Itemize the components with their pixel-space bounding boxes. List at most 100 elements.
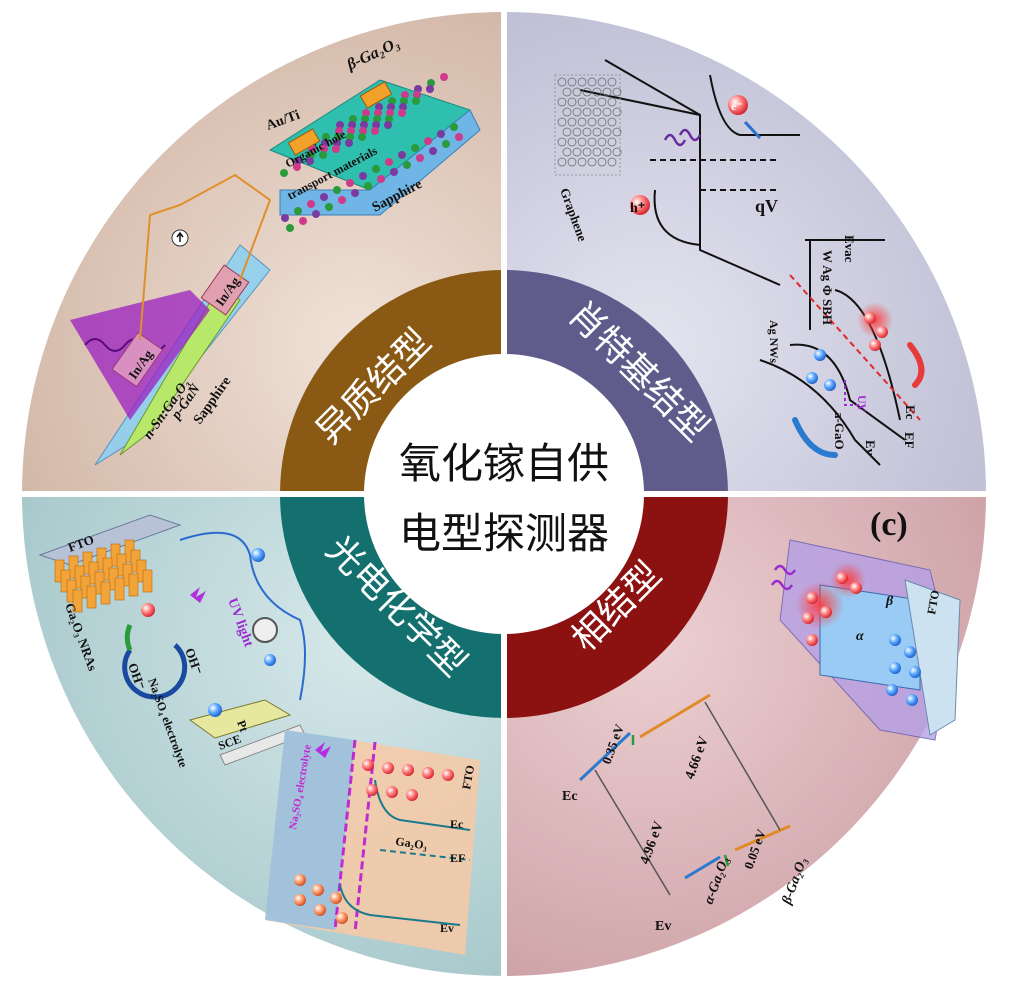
ag-nws-label: Ag NWs <box>767 320 781 363</box>
pec-hole <box>312 884 324 896</box>
lattice-atom <box>334 133 342 141</box>
center-title-line1: 氧化镓自供 <box>399 439 609 488</box>
lattice-atom <box>372 165 380 173</box>
lattice-atom <box>442 140 450 148</box>
external-wire <box>179 531 306 701</box>
graphene-hex <box>592 107 602 117</box>
graphene-hex <box>612 87 622 97</box>
lattice-atom <box>377 175 385 183</box>
lattice-atom <box>294 207 302 215</box>
nanorod <box>86 585 97 609</box>
pt-electron-icon <box>208 703 222 717</box>
nanorod <box>142 569 153 593</box>
lattice-atom <box>294 157 302 165</box>
lattice-atom <box>307 200 315 208</box>
graphene-hex <box>602 127 612 137</box>
band-top <box>579 89 701 116</box>
agao-label: a-GaO <box>832 412 847 450</box>
center-title-line2: 电型探测器 <box>399 509 609 558</box>
graphene-hex <box>557 97 567 107</box>
electron-arrow <box>743 120 762 140</box>
quadrant-schottky: e⁻ h⁺ qV Graphene Evac W Ag Φ SBH Ag NWs… <box>554 59 925 466</box>
interface-line-2 <box>353 741 377 933</box>
au-ti-pad-2 <box>359 81 393 109</box>
band-left <box>604 59 781 286</box>
lattice-atom <box>325 203 333 211</box>
fto-band-label: FTO <box>459 764 477 791</box>
lattice-atom <box>306 157 314 165</box>
lattice-atom <box>321 139 329 147</box>
graphene-hex <box>597 97 607 107</box>
lattice-atom <box>333 139 341 147</box>
graphene-hex <box>612 107 622 117</box>
graphene-hex <box>607 137 617 147</box>
lattice-atom <box>359 172 367 180</box>
electron-ball-1 <box>814 349 826 361</box>
uv-label: UV <box>855 395 869 413</box>
lattice-atom <box>361 115 369 123</box>
lattice-atom <box>280 169 288 177</box>
phi-sbh-label: Φ SBH <box>820 285 835 325</box>
beta-ec-line <box>639 693 711 739</box>
phase-electron <box>886 684 898 696</box>
lattice-atom <box>372 121 380 129</box>
pec-ev <box>339 884 461 926</box>
graphene-hex <box>607 117 617 127</box>
lattice-atom <box>403 161 411 169</box>
band-ev <box>653 189 701 246</box>
pec-hole <box>294 874 306 886</box>
hole-ball-3 <box>869 339 881 351</box>
graphene-hex <box>582 127 592 137</box>
nanorod <box>72 589 83 613</box>
graphene-hex <box>582 107 592 117</box>
atom-lattice <box>280 73 463 232</box>
nanorod <box>128 573 139 597</box>
pec-carriers <box>294 759 454 924</box>
graphene-hex <box>582 147 592 157</box>
lattice-atom <box>338 196 346 204</box>
graphene-hex <box>607 157 617 167</box>
lattice-atom <box>335 127 343 135</box>
graphene-sheet <box>554 74 621 176</box>
graphene-hex <box>567 137 577 147</box>
graphene-hex <box>587 97 597 107</box>
pec-ec-label: Ec <box>450 817 464 831</box>
lattice-atom <box>286 224 294 232</box>
pec-electron <box>422 767 434 779</box>
graphene-hex <box>572 147 582 157</box>
lattice-atom <box>437 130 445 138</box>
electrolyte-panel <box>265 730 355 930</box>
lattice-atom <box>345 139 353 147</box>
offset-v-arrow <box>723 854 730 867</box>
lattice-atom <box>371 127 379 135</box>
graphene-hex <box>562 147 572 157</box>
graphene-hex <box>587 157 597 167</box>
lattice-atom <box>400 97 408 105</box>
phase-electron <box>909 666 921 678</box>
graphene-hex <box>592 147 602 157</box>
phase-electron <box>889 634 901 646</box>
lattice-atom <box>336 121 344 129</box>
lightning-icon-2 <box>315 742 331 758</box>
lattice-atom <box>349 115 357 123</box>
phase-hole <box>802 612 814 624</box>
lattice-atom <box>440 73 448 81</box>
blue-arrow-icon <box>792 417 838 458</box>
hole-icon <box>141 603 155 617</box>
lattice-atom <box>346 179 354 187</box>
electron-ball-4 <box>264 654 276 666</box>
hole-glow-3 <box>830 562 866 598</box>
pec-electron <box>402 764 414 776</box>
ef-label: EF <box>902 432 917 449</box>
fto-plate-right <box>904 579 961 736</box>
graphene-hex <box>577 157 587 167</box>
graphene-hex <box>567 77 577 87</box>
pec-electron <box>382 762 394 774</box>
pec-hole <box>294 894 306 906</box>
graphene-hex <box>607 97 617 107</box>
lattice-atom <box>348 121 356 129</box>
pec-electron <box>362 759 374 771</box>
graphene-hex <box>562 107 572 117</box>
